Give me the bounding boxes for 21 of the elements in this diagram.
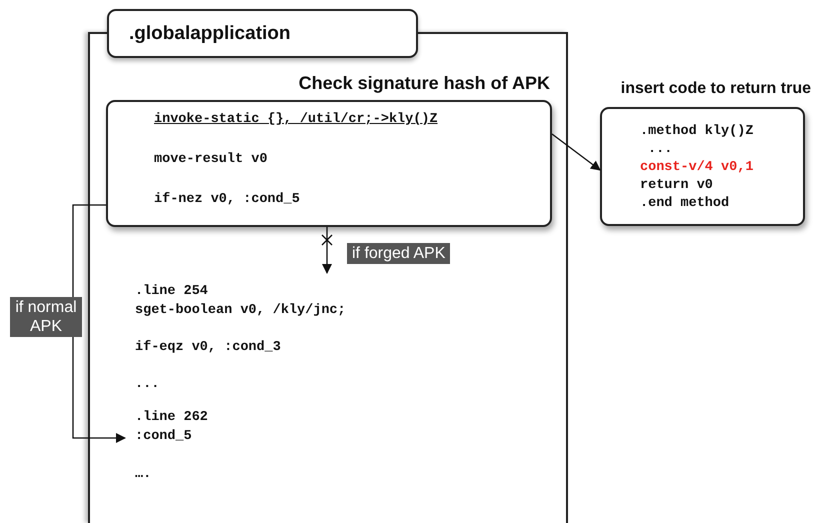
code-line: .end method [640,195,730,213]
arrow [322,227,332,274]
code-line: .line 262 [135,409,209,427]
box-heading: Check signature hash of APK [298,73,550,94]
code-line: move-result v0 [154,151,268,169]
code-line: …. [135,466,152,484]
code-line: .method kly()Z [640,123,754,141]
code-line: const-v/4 v0,1 [640,159,754,177]
code-line: sget-boolean v0, /kly/jnc; [135,302,347,320]
code-line: ... [135,376,160,394]
class-name: .globalapplication [129,22,291,44]
edge-label: if normal APK [10,297,82,337]
code-line: .line 254 [135,283,209,301]
code-line: ... [648,141,674,159]
edge-label: if forged APK [347,243,450,264]
code-line: :cond_5 [135,428,193,446]
code-line: if-nez v0, :cond_5 [154,191,301,209]
arrow [552,133,601,171]
box-heading: insert code to return true [620,80,811,98]
code-line: if-eqz v0, :cond_3 [135,339,281,357]
code-line: return v0 [640,177,714,195]
